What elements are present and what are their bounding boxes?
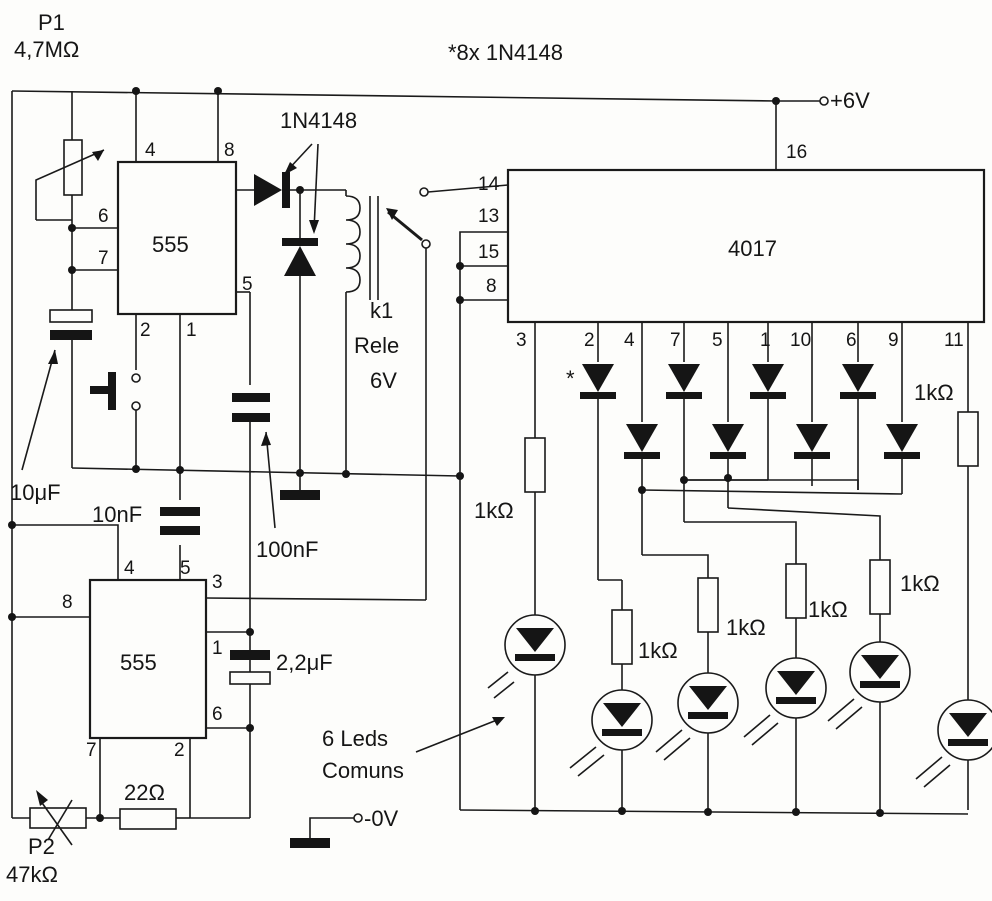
led-4: [765, 657, 827, 719]
ic2-pin3: 3: [212, 572, 223, 593]
r-label-5: 1kΩ: [900, 571, 940, 596]
diode-note: *8x 1N4148: [448, 40, 563, 65]
ic2-pin4: 4: [124, 558, 135, 579]
p2-value: 47kΩ: [6, 862, 58, 887]
ic1-pin8: 8: [224, 140, 235, 161]
p2-potentiometer: [12, 790, 120, 846]
vplus-label: +6V: [830, 88, 870, 113]
resistors-1k: [524, 411, 979, 702]
r-label-6: 1kΩ: [914, 380, 954, 405]
ic1-pin7: 7: [98, 248, 109, 269]
ic2-pin7: 7: [86, 740, 97, 761]
relay-k1: [345, 184, 509, 600]
ic3-pin5: 5: [712, 330, 723, 351]
ic3-pin16: 16: [786, 142, 807, 163]
ic3-pin11: 11: [944, 330, 964, 351]
diode-ref-label: 1N4148: [280, 108, 357, 133]
c3-label: 100nF: [256, 537, 318, 562]
c2-label: 10nF: [92, 502, 142, 527]
ic1-pin2: 2: [140, 320, 151, 341]
ic1-555: [116, 160, 238, 316]
leds-note-1: 6 Leds: [322, 726, 388, 751]
ic1-pin4: 4: [145, 140, 156, 161]
r22-resistor: [119, 808, 190, 830]
ic2-pin2: 2: [174, 740, 185, 761]
ic3-pin7: 7: [670, 330, 681, 351]
ic1-pin5: 5: [242, 274, 253, 295]
ic3-pin6: 6: [846, 330, 857, 351]
r-label-2: 1kΩ: [638, 638, 678, 663]
ic3-pin9: 9: [888, 330, 899, 351]
ic2-pin1: 1: [212, 638, 223, 659]
diode-d1: [236, 172, 346, 208]
led-6: [937, 699, 992, 761]
r-label-1: 1kΩ: [474, 498, 514, 523]
led-3: [677, 672, 739, 734]
relay-volt: 6V: [370, 368, 397, 393]
ic1-label: 555: [152, 232, 189, 257]
push-button[interactable]: [90, 372, 141, 468]
vzero-label: -0V: [364, 806, 399, 831]
led-1: [504, 614, 566, 676]
ic3-pin1: 1: [760, 330, 771, 351]
ic1-pin1: 1: [186, 320, 197, 341]
ground-bus-upper: [71, 467, 461, 477]
p2-name: P2: [28, 834, 55, 859]
relay-type: Rele: [354, 333, 399, 358]
diode-wiring: [597, 399, 903, 610]
ic3-output-leads: [534, 322, 969, 438]
ic3-label: 4017: [728, 236, 777, 261]
zero-volt-terminal: [290, 813, 363, 848]
r-label-4: 1kΩ: [808, 597, 848, 622]
r-label-3: 1kΩ: [726, 615, 766, 640]
c4-label: 2,2μF: [276, 650, 333, 675]
ic2-pin5: 5: [180, 558, 191, 579]
ic3-pin3: 3: [516, 330, 527, 351]
ic3-pin13: 13: [478, 206, 499, 227]
c3-capacitor: [232, 393, 270, 818]
ic3-pin10: 10: [790, 330, 811, 351]
ic1-pin6: 6: [98, 206, 109, 227]
led-array: [487, 614, 992, 810]
c1-capacitor: [49, 309, 93, 468]
led-5: [849, 641, 911, 703]
diode-d2: [282, 190, 318, 473]
ic3-pin4: 4: [624, 330, 635, 351]
leds-note-2: Comuns: [322, 758, 404, 783]
ic3-pin15: 15: [478, 242, 499, 263]
diode-star: *: [566, 366, 575, 391]
ic2-label: 555: [120, 650, 157, 675]
relay-name: k1: [370, 298, 393, 323]
supply-rail: [11, 90, 829, 170]
p1-potentiometer: [35, 91, 105, 310]
c1-label: 10μF: [10, 480, 61, 505]
ic3-4017: [506, 168, 986, 324]
led-rays: [487, 671, 951, 788]
p1-name: P1: [38, 10, 65, 35]
led-2: [591, 689, 653, 751]
c4-capacitor: [229, 650, 271, 685]
ic2-pin8: 8: [62, 592, 73, 613]
p1-value: 4,7MΩ: [14, 37, 79, 62]
ic3-pin2: 2: [584, 330, 595, 351]
c2-capacitor: [160, 507, 200, 535]
ic3-pin8: 8: [486, 276, 497, 297]
ic2-555: [88, 578, 208, 740]
ic3-pin14: 14: [478, 174, 500, 195]
r22-label: 22Ω: [124, 780, 165, 805]
ground-symbol-1: [280, 490, 320, 500]
diode-array: [580, 364, 920, 459]
ic2-wiring: [8, 521, 427, 819]
ic2-pin6: 6: [212, 704, 223, 725]
ic3-left-wiring: [456, 231, 508, 810]
